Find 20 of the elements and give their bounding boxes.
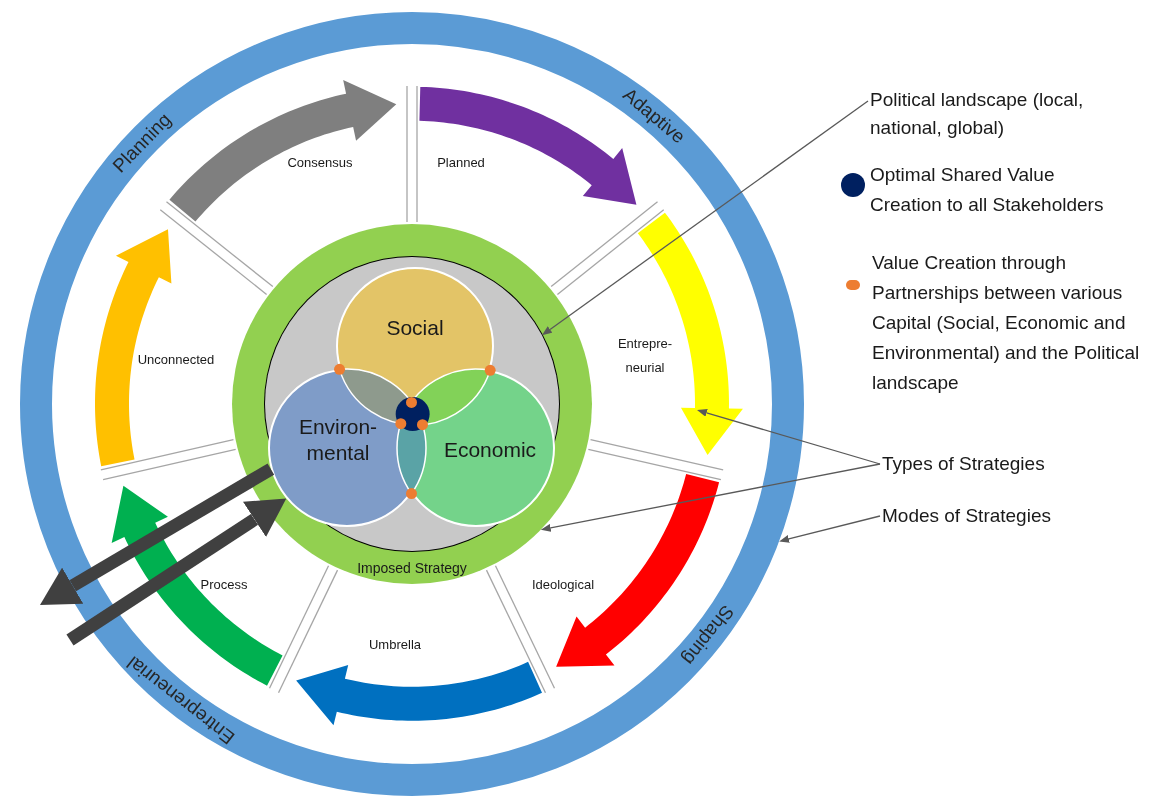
leader-line — [697, 409, 881, 465]
legend-text: Value Creation through Partnerships between various Capital (Social, Economic and Environmental) and the Political landscape — [872, 251, 1141, 395]
thick-arrow — [66, 498, 287, 646]
strategy-type-label: Planned — [436, 154, 486, 172]
strategy-type-label: Process — [199, 576, 249, 594]
strategy-type-label: Consensus — [286, 154, 354, 172]
callout-text: Modes of Strategies — [882, 502, 1122, 530]
strategy-type-label: Umbrella — [368, 636, 422, 654]
leader-line — [540, 463, 881, 532]
legend-text: Optimal Shared Value Creation to all Stakeholders — [870, 163, 1105, 217]
thick-arrow — [40, 463, 275, 605]
strategy-type-label: Ideological — [530, 576, 596, 594]
leader-line — [541, 100, 869, 336]
mode-ring — [20, 12, 804, 796]
ring-label: Imposed Strategy — [357, 560, 467, 576]
leader-line — [779, 515, 881, 543]
strategy-type-label: Unconnected — [136, 351, 216, 369]
strategy-type-label: Entrepre- neurial — [616, 335, 674, 377]
callout-text: Political landscape (local, national, global) — [870, 86, 1150, 142]
callout-text: Types of Strategies — [882, 450, 1122, 478]
